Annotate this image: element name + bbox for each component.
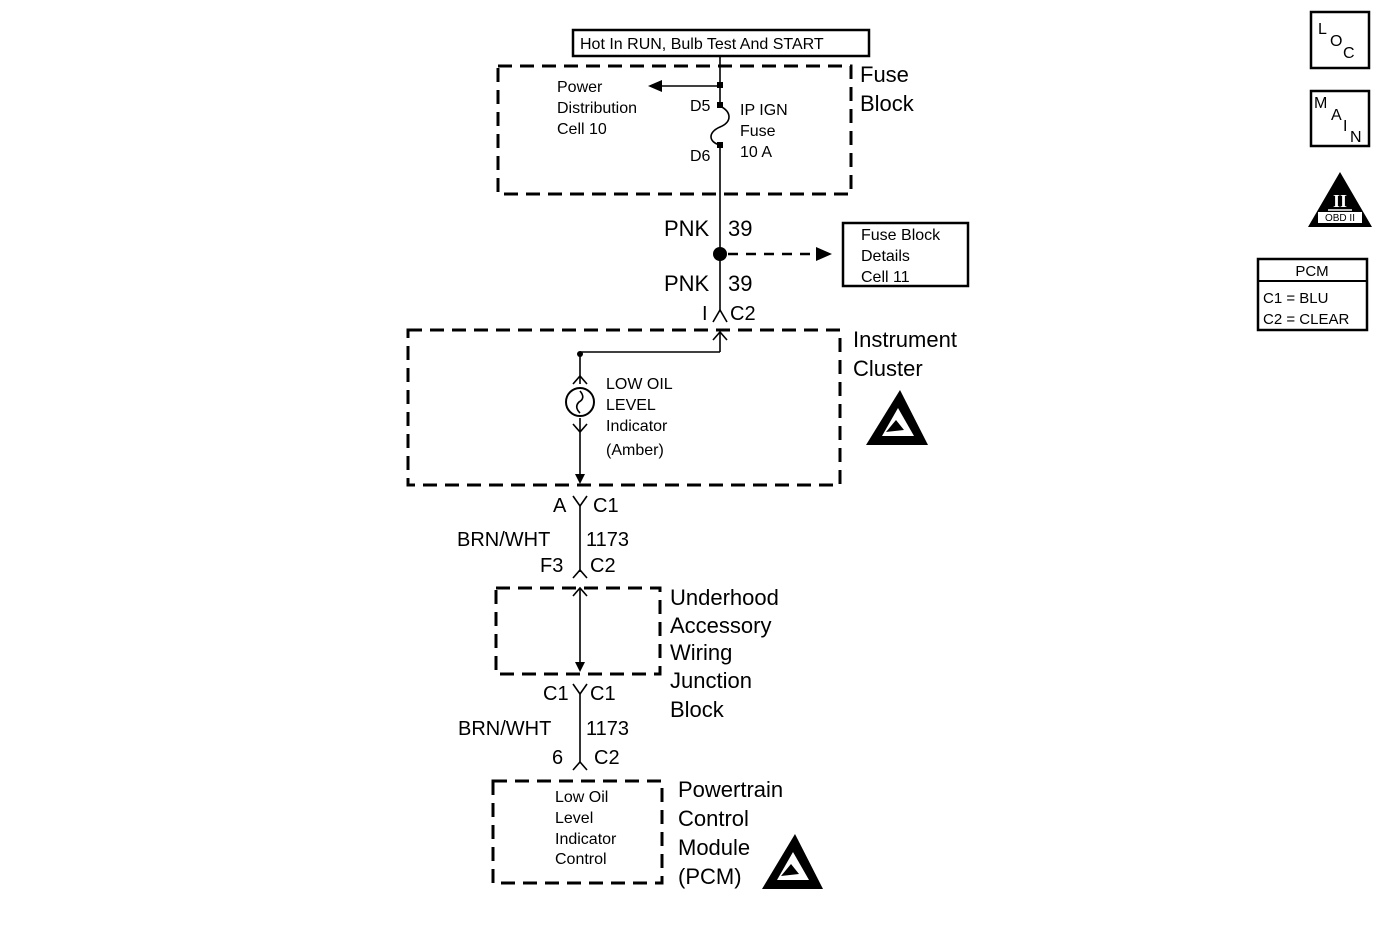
pcm-title-4: (PCM) xyxy=(678,864,742,889)
power-source-label: Hot In RUN, Bulb Test And START xyxy=(571,28,871,58)
indicator-label-2: LEVEL xyxy=(606,397,656,414)
power-distribution-2: Distribution xyxy=(557,100,637,117)
terminal-d6: D6 xyxy=(690,148,711,165)
power-source-text: Hot In RUN, Bulb Test And START xyxy=(580,36,824,53)
wire-color-lower: PNK xyxy=(664,271,710,296)
wire-circuit-lower: 39 xyxy=(728,271,752,296)
wire-brn1-circuit: 1173 xyxy=(586,529,629,551)
main-letter-n: N xyxy=(1350,129,1362,146)
junction-out-right: C1 xyxy=(590,683,616,705)
fuse-block: Fuse Block Power Distribution Cell 10 D5… xyxy=(496,56,915,250)
underhood-junction-block: Underhood Accessory Wiring Junction Bloc… xyxy=(494,585,779,722)
connector-f3-icon xyxy=(572,568,588,579)
junction-title-2: Accessory xyxy=(670,613,771,638)
connector-c1-icon xyxy=(572,683,588,696)
fuse-block-title-2: Block xyxy=(860,91,915,116)
main-letter-a: A xyxy=(1331,107,1342,124)
fuse-block-title-1: Fuse xyxy=(860,62,909,87)
fuse-details-3: Cell 11 xyxy=(861,269,910,286)
obd-ii-button[interactable]: II OBD II xyxy=(1308,172,1372,227)
powertrain-control-module: Low Oil Level Indicator Control Powertra… xyxy=(491,777,823,889)
connector-6-icon xyxy=(572,760,588,771)
junction-title-1: Underhood xyxy=(670,585,779,610)
legend-row-1: C1 = BLU xyxy=(1263,290,1328,307)
wire-color-upper: PNK xyxy=(664,216,710,241)
main-button[interactable]: M A I N xyxy=(1309,89,1371,148)
wire-brn2-circuit: 1173 xyxy=(586,718,629,740)
junction-title-3: Wiring xyxy=(670,640,732,665)
wire-brn2-color: BRN/WHT xyxy=(458,718,551,740)
pcm-title-1: Powertrain xyxy=(678,777,783,802)
fuse-block-details-link[interactable]: Fuse Block Details Cell 11 xyxy=(841,221,970,288)
obd-label: OBD II xyxy=(1325,213,1355,224)
wire-brn2-connector: C2 xyxy=(594,747,620,769)
esd-warning-icon xyxy=(866,390,928,445)
fuse-label-2: Fuse xyxy=(740,123,776,140)
pcm-inner-3: Indicator xyxy=(555,831,617,848)
fuse-label-1: IP IGN xyxy=(740,102,788,119)
legend-title: PCM xyxy=(1295,263,1328,280)
pcm-connector-legend: PCM C1 = BLU C2 = CLEAR xyxy=(1256,257,1369,332)
junction-title-4: Junction xyxy=(670,668,752,693)
main-letter-m: M xyxy=(1314,95,1327,112)
wire-brn1-pin: F3 xyxy=(540,555,563,577)
instrument-cluster-title-2: Cluster xyxy=(853,356,923,381)
pcm-title-2: Control xyxy=(678,806,749,831)
wire-brn1-color: BRN/WHT xyxy=(457,529,550,551)
fuse-details-1: Fuse Block xyxy=(861,227,941,244)
power-distribution-1: Power xyxy=(557,79,603,96)
connector-female-icon xyxy=(712,308,728,323)
arrow-right-icon xyxy=(816,247,832,261)
obd-numeral: II xyxy=(1333,191,1347,211)
indicator-label-4: (Amber) xyxy=(606,442,664,459)
fuse-symbol xyxy=(710,105,730,146)
junction-out-left: C1 xyxy=(543,683,569,705)
power-distribution-3: Cell 10 xyxy=(557,121,607,138)
pcm-inner-4: Control xyxy=(555,851,607,868)
loc-letter-c: C xyxy=(1343,45,1355,62)
instrument-cluster-title-1: Instrument xyxy=(853,327,957,352)
legend-row-2: C2 = CLEAR xyxy=(1263,311,1349,328)
fuse-label-3: 10 A xyxy=(740,144,772,161)
cluster-pin: I xyxy=(702,303,708,325)
pcm-inner-1: Low Oil xyxy=(555,789,608,806)
cluster-connector: C2 xyxy=(730,303,756,325)
esd-warning-icon xyxy=(762,834,823,889)
arrow-left-icon xyxy=(648,80,662,92)
main-letter-i: I xyxy=(1343,118,1347,135)
indicator-label-3: Indicator xyxy=(606,418,668,435)
cluster-out-pin: A xyxy=(553,495,567,517)
pcm-title-3: Module xyxy=(678,835,750,860)
loc-letter-l: L xyxy=(1318,21,1327,38)
instrument-cluster: Instrument Cluster LOW OIL LEVEL Indicat… xyxy=(406,327,957,487)
wire-circuit-upper: 39 xyxy=(728,216,752,241)
loc-button[interactable]: L O C xyxy=(1309,10,1371,70)
connector-a-icon xyxy=(572,495,588,508)
wire-brn2-pin: 6 xyxy=(552,747,563,769)
indicator-label-1: LOW OIL xyxy=(606,376,673,393)
cluster-out-connector: C1 xyxy=(593,495,619,517)
fuse-details-2: Details xyxy=(861,248,910,265)
wire-brn1-connector: C2 xyxy=(590,555,616,577)
loc-letter-o: O xyxy=(1330,33,1342,50)
terminal-d5: D5 xyxy=(690,98,711,115)
junction-title-5: Block xyxy=(670,697,725,722)
pcm-inner-2: Level xyxy=(555,810,593,827)
